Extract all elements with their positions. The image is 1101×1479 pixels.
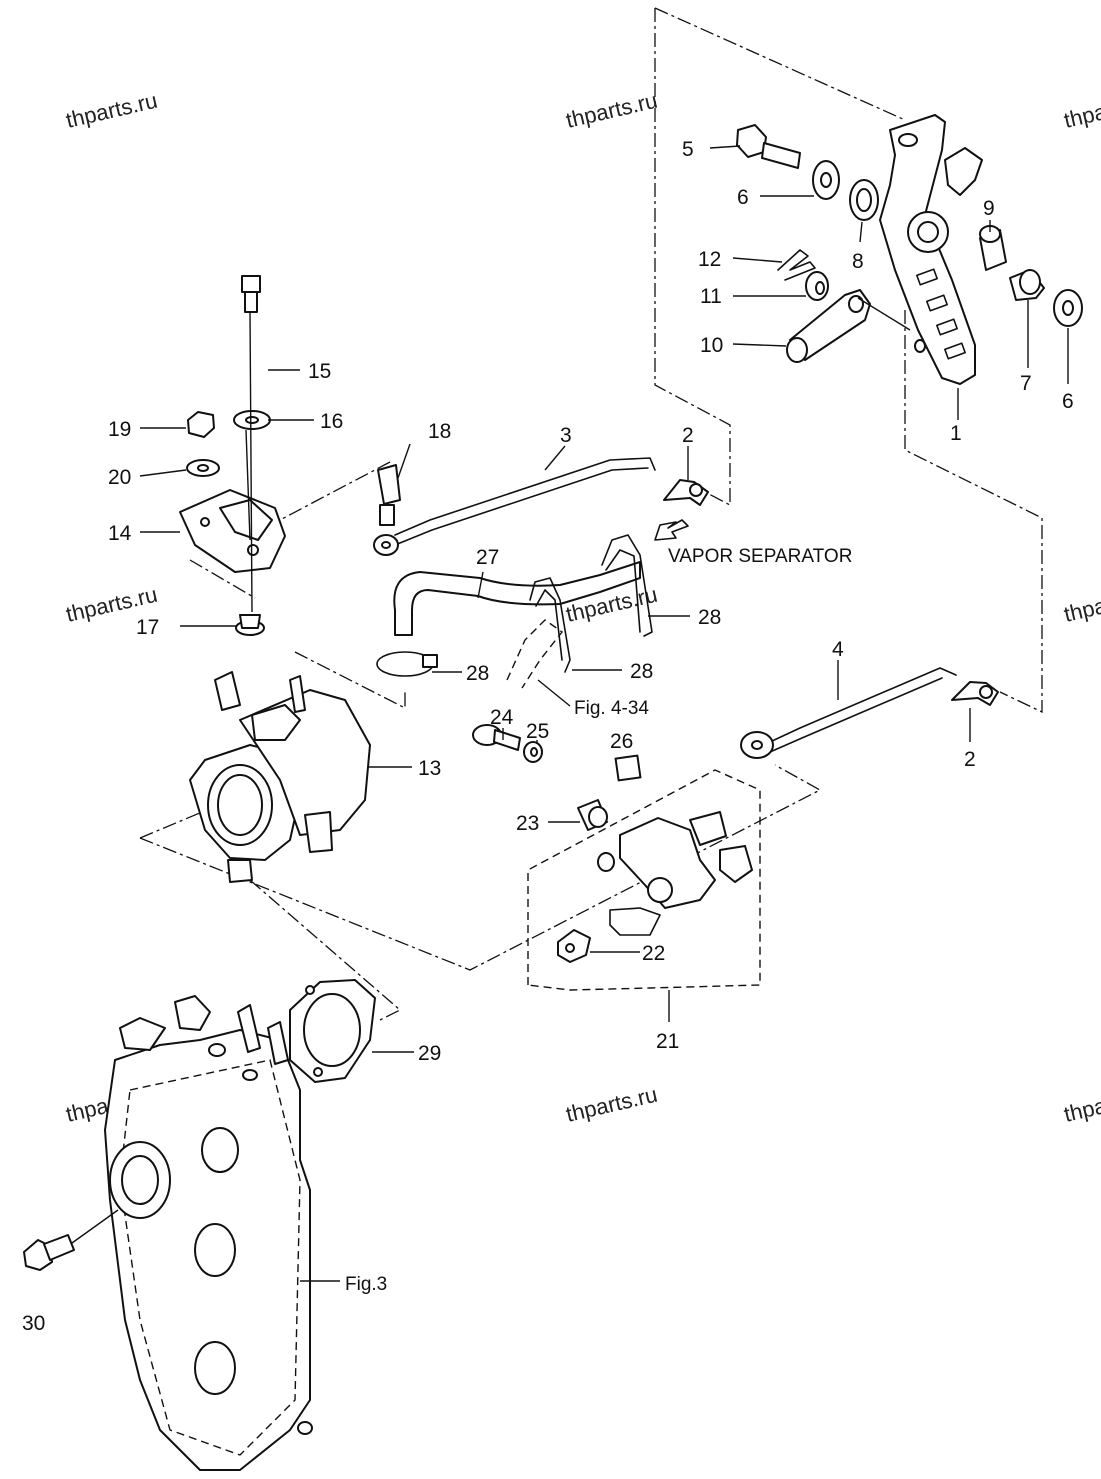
callout-20: 20 bbox=[108, 466, 131, 489]
fig-4-34-label: Fig. 4-34 bbox=[574, 698, 649, 719]
washer-16 bbox=[233, 410, 271, 430]
callout-2: 2 bbox=[682, 424, 694, 447]
callout-3: 3 bbox=[560, 424, 572, 447]
hose-fig-4-34 bbox=[506, 619, 564, 689]
callout-10: 10 bbox=[700, 334, 723, 357]
callout-25: 25 bbox=[526, 720, 549, 743]
gasket-29 bbox=[289, 979, 376, 1083]
collar-23 bbox=[577, 799, 608, 831]
callout-28: 28 bbox=[630, 660, 653, 683]
notes: VAPOR SEPARATOR Fig. 4-34 Fig.3 bbox=[345, 546, 852, 1295]
arrow-icon bbox=[654, 519, 689, 541]
callout-6: 6 bbox=[737, 186, 749, 209]
screw-18 bbox=[377, 464, 401, 526]
clamp-28 bbox=[601, 534, 653, 637]
callout-1: 1 bbox=[950, 422, 962, 445]
label-26 bbox=[614, 754, 642, 782]
nut-19 bbox=[187, 411, 215, 438]
bolt-15 bbox=[241, 275, 261, 313]
callout-16: 16 bbox=[320, 410, 343, 433]
watermark: thparts.ru bbox=[1062, 582, 1101, 627]
callouts: 1 5 6 8 9 12 11 10 7 6 2 3 18 15 16 19 2… bbox=[22, 138, 1074, 1335]
callout-15: 15 bbox=[308, 360, 331, 383]
rod-4 bbox=[740, 667, 957, 759]
callout-23: 23 bbox=[516, 812, 539, 835]
bolt-30 bbox=[23, 1234, 75, 1271]
lever-assembly-21 bbox=[597, 811, 753, 936]
callout-24: 24 bbox=[490, 706, 514, 729]
callout-30: 30 bbox=[22, 1312, 45, 1335]
callout-7: 7 bbox=[1020, 372, 1032, 395]
callout-13: 13 bbox=[418, 757, 441, 780]
watermark: thparts.ru bbox=[564, 1082, 660, 1127]
bushing-8 bbox=[849, 179, 879, 221]
washer-11 bbox=[805, 271, 829, 301]
washer-25 bbox=[523, 741, 543, 763]
throttle-body-13 bbox=[189, 671, 371, 883]
clip-12 bbox=[777, 249, 816, 281]
clip-2 bbox=[951, 681, 999, 706]
bushing-7 bbox=[1009, 269, 1045, 301]
callout-14: 14 bbox=[108, 522, 132, 545]
callout-8: 8 bbox=[852, 250, 864, 273]
watermark: thparts.ru bbox=[564, 88, 660, 133]
callout-17: 17 bbox=[136, 616, 159, 639]
callout-26: 26 bbox=[610, 730, 633, 753]
callout-9: 9 bbox=[983, 197, 995, 220]
callout-21: 21 bbox=[656, 1030, 679, 1053]
callout-27: 27 bbox=[476, 546, 499, 569]
grommet-17 bbox=[235, 614, 265, 636]
watermark: thparts.ru bbox=[64, 88, 160, 133]
callout-5: 5 bbox=[682, 138, 694, 161]
clip-22 bbox=[557, 929, 591, 963]
rod-3 bbox=[373, 457, 656, 556]
clamp-28 bbox=[529, 577, 571, 673]
watermark: thparts.ru bbox=[1062, 1082, 1101, 1127]
clamp-28 bbox=[376, 651, 438, 677]
callout-29: 29 bbox=[418, 1042, 441, 1065]
leader-lines bbox=[139, 145, 1069, 1282]
callout-2: 2 bbox=[964, 748, 976, 771]
clip-2 bbox=[663, 479, 709, 506]
link-10 bbox=[786, 289, 871, 363]
vapor-separator-label: VAPOR SEPARATOR bbox=[668, 546, 852, 567]
bolt-5 bbox=[736, 124, 801, 169]
collar-9 bbox=[979, 225, 1007, 271]
callout-18: 18 bbox=[428, 420, 451, 443]
callout-11: 11 bbox=[700, 285, 722, 308]
watermark: thparts.ru bbox=[1062, 88, 1101, 133]
plate-14 bbox=[179, 489, 286, 573]
callout-28: 28 bbox=[698, 606, 721, 629]
assembly-21-outline bbox=[527, 769, 761, 991]
washer-6 bbox=[812, 160, 840, 200]
hose-27 bbox=[393, 561, 641, 636]
screw-24 bbox=[472, 724, 521, 751]
cylinder-block-fig-3 bbox=[104, 995, 313, 1471]
callout-19: 19 bbox=[108, 418, 131, 441]
throttle-arm bbox=[879, 114, 983, 385]
washer-6 bbox=[1053, 289, 1083, 327]
callout-28: 28 bbox=[466, 662, 489, 685]
callout-4: 4 bbox=[832, 638, 844, 661]
callout-22: 22 bbox=[642, 942, 665, 965]
callout-12: 12 bbox=[698, 248, 721, 271]
callout-6: 6 bbox=[1062, 390, 1074, 413]
fig-3-label: Fig.3 bbox=[345, 1274, 387, 1295]
washer-20 bbox=[186, 459, 220, 477]
